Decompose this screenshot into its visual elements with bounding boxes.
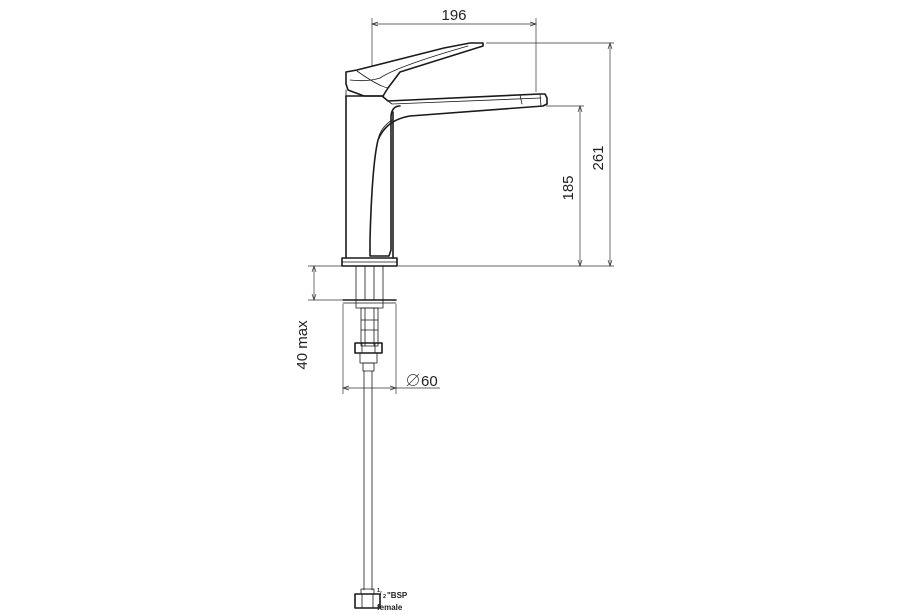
dimension-label-196: 196 — [441, 7, 466, 24]
spout — [345, 93, 548, 257]
dimension-spout-height: 185 — [398, 104, 614, 268]
tap-body — [341, 42, 548, 267]
dimension-label-185: 185 — [560, 175, 577, 200]
connection-type-label: female — [377, 603, 403, 612]
dimension-spout-reach: 196 — [370, 7, 538, 92]
connection-note: 1 / 2 "BSP female — [377, 588, 408, 612]
lever-handle — [345, 42, 484, 97]
fraction-denominator: 2 — [383, 594, 386, 600]
fixing-assembly — [342, 265, 397, 609]
dimension-base-diameter: 60 — [341, 304, 440, 394]
dimension-deck-thickness: 40 max — [294, 264, 342, 370]
svg-text:/: / — [380, 591, 382, 597]
dimension-label-60: 60 — [421, 373, 438, 390]
dimension-label-261: 261 — [590, 145, 607, 170]
dimension-label-40-max: 40 max — [294, 320, 311, 370]
fraction-numerator: 1 — [377, 588, 380, 594]
dimension-total-height: 261 — [486, 41, 614, 268]
diameter-symbol-icon — [406, 373, 420, 387]
thread-label: "BSP — [387, 591, 408, 600]
